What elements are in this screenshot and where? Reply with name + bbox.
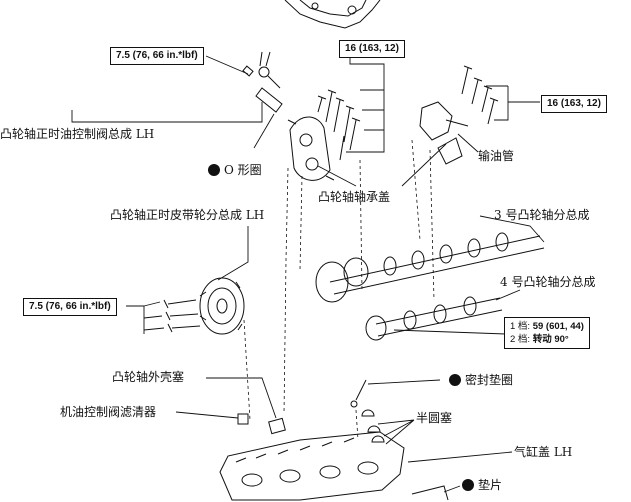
- label-camshaft-4: 4 号凸轮轴分总成: [500, 275, 596, 289]
- oil-filter-drawing: [237, 413, 249, 425]
- timing-pulley-drawing: [199, 277, 245, 335]
- torque-box-cap-right: 16 (163, 12): [541, 95, 607, 113]
- torque-box-cap-left: 16 (163, 12): [339, 40, 405, 58]
- bearing-cap-plate-drawing: [287, 116, 335, 181]
- cap-bolts-left-drawing: [317, 89, 361, 161]
- torque-box-valve: 7.5 (76, 66 in.*lbf): [110, 47, 204, 65]
- torque-spec-camshaft: 1 档: 59 (601, 44) 2 档: 转动 90°: [504, 317, 590, 349]
- label-cylinder-head: 气缸盖 LH: [514, 445, 573, 459]
- label-vvt-valve: 凸轮轴正时油控制阀总成 LH: [0, 127, 155, 141]
- engine-cover-fragment: [284, 0, 381, 29]
- torque-box-pulley: 7.5 (76, 66 in.*lbf): [23, 298, 117, 316]
- label-timing-pulley: 凸轮轴正时皮带轮分总成 LH: [110, 208, 265, 222]
- non-reusable-dot-icon: [208, 164, 220, 176]
- camshaft-4-drawing: [365, 296, 503, 341]
- half-plug-drawing: [361, 409, 385, 443]
- housing-plug-drawing: [268, 417, 286, 435]
- oil-control-valve-drawing: [242, 51, 283, 113]
- label-oil-pipe: 输油管: [478, 149, 515, 163]
- oil-pipe-drawing: [419, 101, 469, 165]
- label-camshaft-3: 3 号凸轮轴分总成: [494, 208, 590, 222]
- leader-lines: [71, 55, 545, 493]
- label-gasket: 垫片: [462, 478, 502, 492]
- camshaft-3-drawing: [315, 232, 545, 303]
- label-half-plug: 半圆塞: [416, 411, 453, 425]
- label-bearing-cap: 凸轮轴轴承盖: [318, 190, 391, 204]
- label-o-ring: O 形圈: [208, 163, 262, 177]
- assembly-dashed-lines: [243, 139, 435, 441]
- pulley-bolts-drawing: [163, 299, 201, 333]
- seal-washer-drawing: [350, 379, 367, 408]
- label-housing-plug: 凸轮轴外壳塞: [112, 370, 185, 384]
- non-reusable-dot-icon: [462, 479, 474, 491]
- gasket-drawing: [411, 485, 449, 501]
- non-reusable-dot-icon: [449, 374, 461, 386]
- label-oil-filter: 机油控制阀滤清器: [60, 405, 157, 419]
- cap-bolts-right-drawing: [461, 65, 499, 125]
- label-seal-washer: 密封垫圈: [449, 373, 513, 387]
- cylinder-head-drawing: [219, 431, 405, 501]
